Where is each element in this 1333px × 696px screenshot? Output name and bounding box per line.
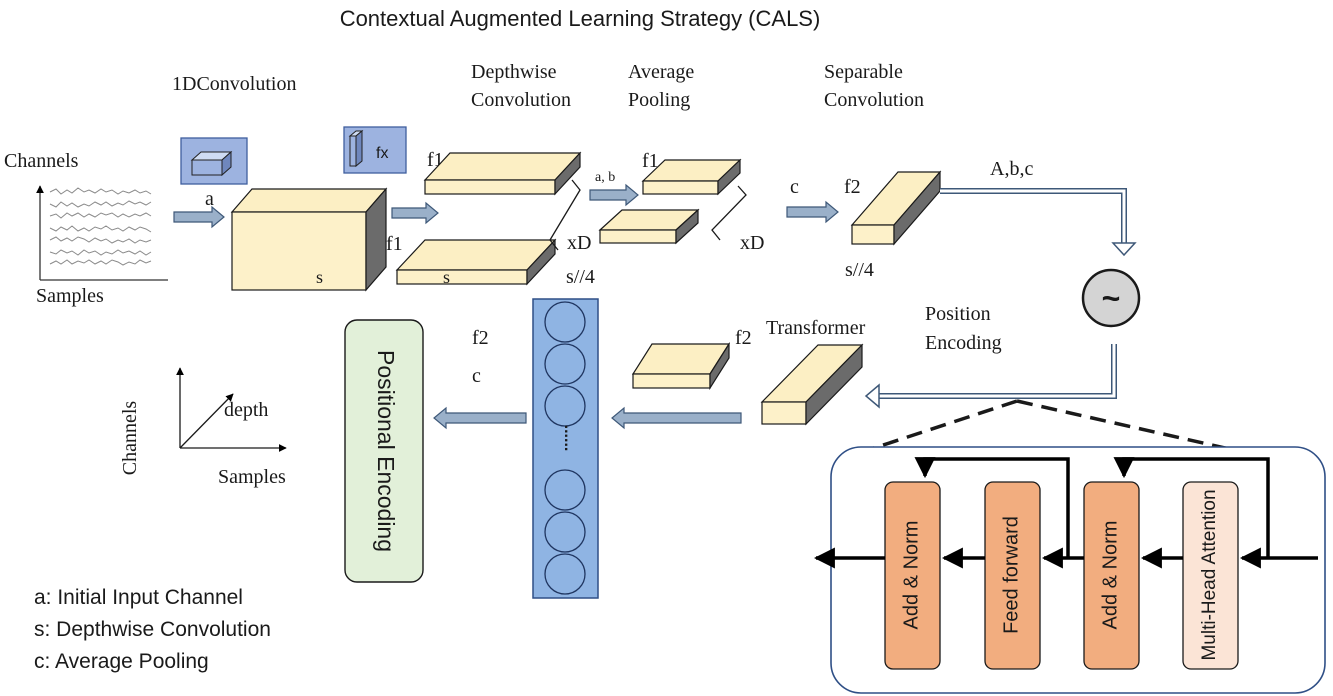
add-norm-block-1	[884, 481, 941, 670]
eeg-channels-label: Channels	[4, 150, 79, 172]
stage-label-avgpool-2: Pooling	[628, 89, 690, 111]
label-s-conv: s	[316, 267, 323, 287]
axes-channels-label: Channels	[119, 401, 141, 476]
neuron-column	[532, 298, 599, 599]
stage-label-depthwise-2: Convolution	[471, 89, 571, 111]
separable-block	[850, 170, 942, 246]
eeg-input	[36, 185, 168, 281]
depthwise-slab-bottom	[395, 238, 557, 286]
encoder-flow-arrows	[813, 457, 1318, 569]
transformer-input-slab	[631, 341, 731, 391]
arrow-to-neurons	[611, 406, 742, 430]
fx-kernel-icon	[343, 126, 407, 174]
label-a: a	[205, 188, 214, 210]
label-f2-output: f2	[472, 327, 489, 349]
eeg-samples-label: Samples	[36, 285, 104, 307]
stage-label-depthwise-1: Depthwise	[471, 61, 557, 83]
axes-depth-label: depth	[224, 399, 268, 421]
positional-encoding-block	[344, 319, 424, 583]
tilde-symbol: ~	[1102, 280, 1121, 316]
position-encoding-circle	[1081, 268, 1141, 328]
arrow-to-depthwise	[391, 201, 439, 225]
label-xD-depthwise: xD	[567, 232, 591, 254]
label-f2-transformer: f2	[735, 327, 752, 349]
arrow-to-separable	[786, 200, 839, 224]
transformer-label: Transformer	[766, 317, 866, 339]
bracket-depthwise	[549, 179, 581, 251]
feed-forward-block	[984, 481, 1041, 670]
positional-encoding-text: Positional Encoding	[373, 350, 399, 552]
feed-forward-text: Feed forward	[1000, 516, 1022, 634]
avgpool-slab-bottom	[598, 208, 700, 245]
fx-label: fx	[376, 145, 388, 162]
axes-legend	[176, 367, 287, 452]
zoom-lines	[861, 399, 1244, 454]
diagram-title: Contextual Augmented Learning Strategy (…	[340, 6, 821, 31]
label-c-top: c	[790, 176, 799, 198]
position-encoding-label-1: Position	[925, 303, 991, 325]
transformer-block	[760, 343, 864, 426]
conv-output-volume	[230, 187, 388, 292]
depthwise-slab-top	[423, 151, 582, 196]
stage-label-1d-convolution: 1DConvolution	[172, 73, 296, 95]
stage-label-separable-1: Separable	[824, 61, 903, 83]
add-norm-text-1: Add & Norm	[900, 521, 922, 630]
neuron-ellipsis: ......	[561, 425, 578, 452]
stage-label-avgpool-1: Average	[628, 61, 694, 83]
label-f1-bottom: f1	[386, 233, 403, 255]
label-f1-pool: f1	[642, 150, 659, 172]
stage-label-separable-2: Convolution	[824, 89, 924, 111]
avgpool-slab-top	[641, 158, 742, 196]
label-c-output: c	[472, 365, 481, 387]
legend-c: c: Average Pooling	[34, 650, 209, 673]
legend-s: s: Depthwise Convolution	[34, 618, 271, 641]
arrow-to-positional-encoding	[433, 406, 527, 430]
label-ab: a, b	[595, 170, 615, 185]
arrow-to-avgpool	[589, 183, 639, 207]
conv-kernel-icon	[180, 137, 248, 185]
legend-a: a: Initial Input Channel	[34, 586, 243, 609]
label-s4-depthwise: s//4	[566, 266, 595, 288]
label-xD-avgpool: xD	[740, 232, 764, 254]
multi-head-attention-text: Multi-Head Attention	[1199, 489, 1220, 660]
position-encoding-label-2: Encoding	[925, 332, 1002, 354]
multi-head-attention-block	[1182, 481, 1239, 670]
add-norm-block-2	[1083, 481, 1140, 670]
arrow-to-conv	[173, 205, 225, 229]
label-f2-separable: f2	[844, 176, 861, 198]
axes-samples-label: Samples	[218, 466, 286, 488]
arrow-to-transformer	[864, 344, 1117, 409]
label-s-depthwise: s	[443, 267, 450, 287]
arrow-to-position-encoding	[940, 188, 1137, 257]
label-abc: A,b,c	[990, 158, 1033, 180]
label-s4-separable: s//4	[845, 259, 874, 281]
bracket-avgpool	[711, 185, 747, 241]
add-norm-text-2: Add & Norm	[1099, 521, 1121, 630]
